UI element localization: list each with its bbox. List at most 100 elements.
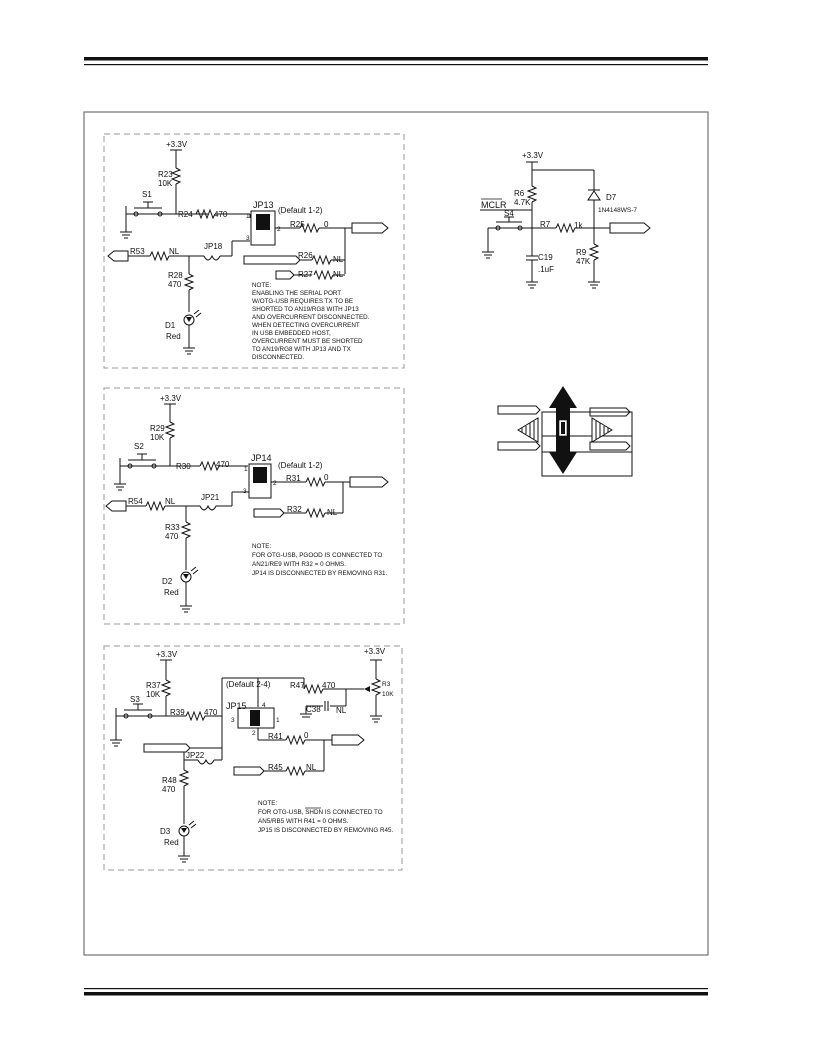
r31-label: R31 xyxy=(286,474,301,483)
d7-part: 1N4148WS-7 xyxy=(598,207,637,214)
r6-value: 4.7K xyxy=(514,198,531,207)
block1-note-line: ENABLING THE SERIAL PORT xyxy=(252,290,341,297)
net-label-left-bottom xyxy=(497,441,541,451)
c19-value: .1uF xyxy=(538,265,554,274)
r48-value: 470 xyxy=(162,785,176,794)
r41-label: R41 xyxy=(268,732,283,741)
block1-note-line: OVERCURRENT MUST BE SHORTED xyxy=(252,338,363,345)
jp15-default: (Default 2-4) xyxy=(226,680,271,689)
jp13-pin2: 2 xyxy=(277,226,281,233)
jp18-label: JP18 xyxy=(204,242,223,251)
vcc-label: +3.3V xyxy=(156,650,178,659)
d3-label: D3 xyxy=(160,827,171,836)
block1-note-line: NOTE: xyxy=(252,282,271,289)
block3-frame xyxy=(103,645,403,871)
r27-label: R27 xyxy=(298,270,313,279)
r37-label: R37 xyxy=(146,681,161,690)
figure-frame xyxy=(83,111,709,956)
r3-value: 10K xyxy=(382,691,394,698)
d2-color: Red xyxy=(164,588,179,597)
r24-label: R24 xyxy=(178,210,193,219)
header-rule xyxy=(84,57,708,66)
block2-note-line: NOTE: xyxy=(252,543,271,550)
r3-label: R3 xyxy=(382,681,391,688)
block1-note-line: WHEN DETECTING OVERCURRENT xyxy=(252,322,360,329)
block3-note-line: JP15 IS DISCONNECTED BY REMOVING R45. xyxy=(258,827,394,834)
block3-circuit xyxy=(110,659,382,863)
d1-color: Red xyxy=(166,332,181,341)
d3-color: Red xyxy=(164,838,179,847)
reset-circuit xyxy=(480,161,651,289)
r53-value: NL xyxy=(169,247,180,256)
block1-labels: +3.3V R23 10K S1 R24 470 JP13 (Default 1… xyxy=(130,140,370,361)
jp14-label: JP14 xyxy=(251,453,272,463)
r45-label: R45 xyxy=(268,763,283,772)
block2-circuit xyxy=(105,403,389,613)
r26-label: R26 xyxy=(298,251,313,260)
block3-note-line: AN5/RB5 WITH R41 = 0 OHMS. xyxy=(258,818,349,825)
c38-value: NL xyxy=(336,706,347,715)
d1-label: D1 xyxy=(165,321,176,330)
r6-label: R6 xyxy=(514,189,525,198)
r30-label: R30 xyxy=(176,462,191,471)
net-label-right-bottom xyxy=(589,441,631,451)
jp22-label: JP22 xyxy=(186,751,205,760)
s2-label: S2 xyxy=(134,442,144,451)
block1-note-line: SHORTED TO AN19/RG8 WITH JP13 xyxy=(252,306,359,313)
r32-label: R32 xyxy=(287,505,302,514)
r30-value: 470 xyxy=(216,460,230,469)
r9-value: 47K xyxy=(576,257,591,266)
vcc-label: +3.3V xyxy=(166,140,188,149)
r25-value: 0 xyxy=(324,220,329,229)
block3-note: NOTE: FOR OTG-USB, SHDN IS CONNECTED TO … xyxy=(258,800,394,834)
r41-value: 0 xyxy=(304,731,309,740)
r48-label: R48 xyxy=(162,776,177,785)
footer-rule xyxy=(84,988,708,996)
block1-note-line: IN USB EMBEDDED HOST, xyxy=(252,330,331,337)
s3-label: S3 xyxy=(130,695,140,704)
r28-label: R28 xyxy=(168,271,183,280)
block2-note: NOTE: FOR OTG-USB, PGOOD IS CONNECTED TO… xyxy=(252,543,388,577)
vcc-label: +3.3V xyxy=(364,647,386,656)
block2-note-line: FOR OTG-USB, PGOOD IS CONNECTED TO xyxy=(252,552,382,559)
block3-note-line: NOTE: xyxy=(258,800,277,807)
jp15-pin3: 3 xyxy=(231,717,235,724)
block1-note-line: DISCONNECTED. xyxy=(252,354,304,361)
r27-value: NL xyxy=(333,270,344,279)
net-label-left-top xyxy=(497,405,541,415)
block3-labels: +3.3V +3.3V R37 10K S3 R39 470 (Default … xyxy=(130,647,394,847)
jp15-pin2: 2 xyxy=(252,730,256,737)
jp13-pin3: 3 xyxy=(246,235,250,242)
vcc-label: +3.3V xyxy=(522,151,544,160)
vcc-label: +3.3V xyxy=(160,394,182,403)
r26-value: NL xyxy=(333,255,344,264)
block1-note: NOTE: ENABLING THE SERIAL PORT W/OTG-USB… xyxy=(252,282,370,361)
r32-value: NL xyxy=(327,508,338,517)
d2-label: D2 xyxy=(162,577,173,586)
block2-note-line: JP14 IS DISCONNECTED BY REMOVING R31. xyxy=(252,570,388,577)
r24-value: 470 xyxy=(214,210,228,219)
jp14-pin1: 1 xyxy=(244,466,248,473)
r28-value: 470 xyxy=(168,280,182,289)
r23-label: R23 xyxy=(158,170,173,179)
r23-value: 10K xyxy=(158,179,173,188)
r47-label: R47 xyxy=(290,681,305,690)
r29-label: R29 xyxy=(150,424,165,433)
s1-label: S1 xyxy=(142,190,152,199)
block1-note-line: AND OVERCURRENT DISCONNECTED. xyxy=(252,314,370,321)
r29-value: 10K xyxy=(150,433,165,442)
r54-label: R54 xyxy=(128,497,143,506)
s4-label: S4 xyxy=(504,209,514,218)
r25-label: R25 xyxy=(290,220,305,229)
r39-label: R39 xyxy=(170,708,185,717)
r7-label: R7 xyxy=(540,220,551,229)
mclr-label: MCLR xyxy=(481,200,507,210)
jp13-pin1: 1 xyxy=(246,213,250,220)
jp13-label: JP13 xyxy=(253,200,274,210)
block3-note-line: FOR OTG-USB, SHDN IS CONNECTED TO xyxy=(258,809,383,816)
block1-frame xyxy=(103,133,405,369)
jp15-label: JP15 xyxy=(226,701,247,711)
r33-value: 470 xyxy=(165,532,179,541)
jp21-label: JP21 xyxy=(201,493,220,502)
